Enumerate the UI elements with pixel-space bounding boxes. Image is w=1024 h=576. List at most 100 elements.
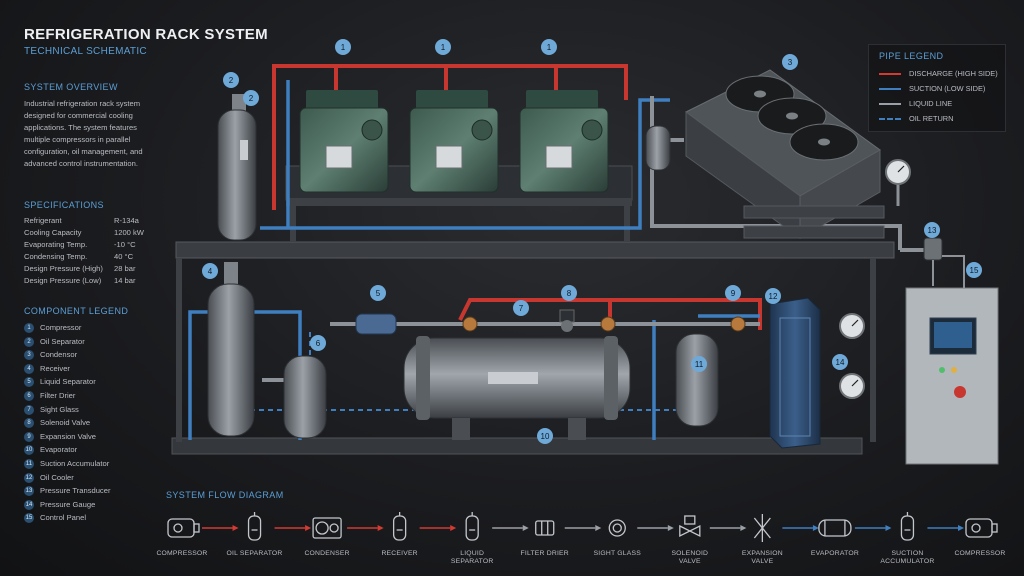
specifications-heading: SPECIFICATIONS [24,200,104,210]
panel-cable [942,255,965,288]
pressure-gauge-upper [885,159,911,206]
oil-separator-vessel [217,94,257,241]
solenoid-valve [559,309,575,332]
spec-value: R-134a [114,216,139,225]
flow-step-label: COMPRESSOR [954,550,1006,557]
legend-label: Oil Separator [40,336,85,346]
flow-arrow [274,525,312,531]
badge-oil-separator-b: 2 [243,90,259,106]
compressor-icon [167,518,200,538]
suction-accumulator-icon [900,512,915,541]
legend-label: Suction Accumulator [40,459,110,468]
legend-number-badge: 13 [24,486,34,497]
badge-oil-separator-a: 2 [223,72,239,88]
component-legend-item: 15 Control Panel [24,512,86,524]
legend-number-badge: 5 [24,377,34,388]
svg-text:2: 2 [229,76,234,85]
suction-accumulator [675,333,719,427]
condenser-unit [685,69,885,239]
flow-step-label: CONDENSER [304,550,350,557]
spec-row: Design Pressure (High)28 bar [24,264,142,273]
svg-text:1: 1 [441,43,446,52]
expansion-valve-icon [753,514,771,542]
legend-label: Pressure Transducer [40,486,111,496]
flow-arrow [347,525,384,531]
schematic-badges: 1 1 1 2 2 3 4 5 6 7 8 9 10 11 12 13 14 1… [202,39,982,444]
legend-label: Expansion Valve [40,431,97,441]
flow-arrow [709,525,747,531]
pipe-legend-item: LIQUID LINE [879,99,952,108]
flow-step-label: COMPRESSOR [156,550,208,557]
svg-text:1: 1 [341,43,346,52]
sight-glass [462,316,478,332]
pressure-transducer [923,237,943,286]
compressor-3 [519,90,609,193]
legend-number-badge: 7 [24,404,34,415]
legend-label: Sight Glass [40,404,79,414]
lower-deck-frame [171,258,876,455]
liquid-separator-icon [465,512,479,541]
badge-sight-glass: 7 [513,300,529,316]
legend-label: Receiver [40,363,70,373]
spec-value: 1200 kW [114,228,144,237]
badge-compressor-2: 1 [435,39,451,55]
flow-step-label: SIGHT GLASS [593,550,641,557]
spec-value: -10 °C [114,240,136,249]
badge-filter-drier: 6 [310,335,326,351]
badge-pressure-gauge-1: 14 [832,354,848,370]
compressor-1 [299,90,389,193]
flow-arrow [854,525,892,531]
component-legend-item: 13 Pressure Transducer [24,485,110,497]
legend-number-badge: 12 [24,472,34,483]
svg-text:10: 10 [541,432,550,441]
legend-label: Liquid Separator [40,377,96,387]
svg-text:12: 12 [769,292,778,301]
oil-cooler [769,297,821,449]
flow-step-label: EXPANSION VALVE [741,550,783,565]
badge-compressor-1: 1 [335,39,351,55]
evaporator-shell [403,336,631,440]
page-subtitle: TECHNICAL SCHEMATIC [24,46,147,57]
condenser-fan-3 [789,123,859,161]
pressure-gauge-lower-1 [839,313,865,339]
legend-label: Filter Drier [40,391,76,400]
svg-text:5: 5 [376,289,381,298]
legend-number-badge: 14 [24,499,34,510]
legend-number-badge: 1 [24,323,34,333]
flow-diagram-graphic [167,512,998,542]
component-legend-item: 11 Suction Accumulator [24,458,109,470]
flow-arrow [492,525,529,531]
spec-value: 40 °C [114,252,134,261]
schematic-drawing: 1 1 1 2 2 3 4 5 6 7 8 9 10 11 12 13 14 1… [171,39,999,465]
badge-control-panel: 15 [966,262,982,278]
legend-number-badge: 8 [24,418,34,429]
evaporator-icon [818,519,852,537]
legend-label: Oil Cooler [40,472,74,482]
legend-number-badge: 10 [24,445,34,456]
legend-label: Control Panel [40,513,87,523]
pipe-legend-item: OIL RETURN [879,114,953,123]
sight-glass-icon [608,519,626,537]
spec-row: Evaporating Temp.-10 °C [24,240,142,249]
pipe-legend-item: SUCTION (LOW SIDE) [879,84,985,93]
spec-label: Design Pressure (Low) [24,276,102,285]
badge-suction-accumulator: 11 [691,356,707,372]
pipe-swatch [879,73,901,76]
condenser-icon [312,517,342,539]
badge-expansion-valve: 9 [725,285,741,301]
legend-number-badge: 11 [24,459,34,469]
pipe-legend-item: DISCHARGE (HIGH SIDE) [879,69,998,78]
svg-text:8: 8 [567,289,572,298]
overview-text: Industrial refrigeration rack system des… [24,99,143,168]
legend-number-badge: 15 [24,513,34,524]
condenser-fan-2 [757,97,827,135]
solenoid-valve-icon [679,515,701,538]
flow-step-label: OIL SEPARATOR [226,550,283,557]
spec-label: Condensing Temp. [24,252,88,261]
component-legend-item: 12 Oil Cooler [24,472,74,484]
